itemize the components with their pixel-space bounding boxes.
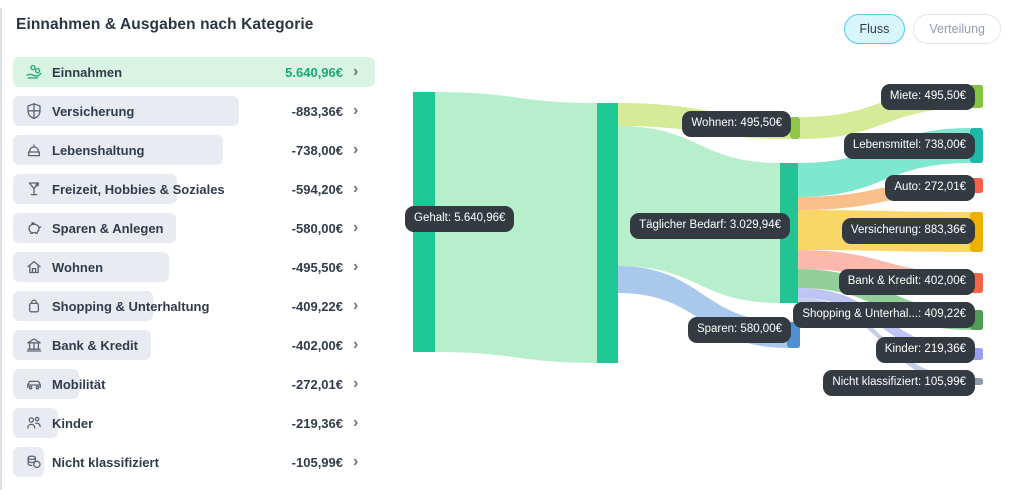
- category-row-content: Einnahmen 5.640,96€ ›: [13, 57, 375, 87]
- bank-icon: [25, 336, 43, 354]
- category-row-bar: [13, 291, 153, 321]
- category-row-einnahmen[interactable]: Einnahmen 5.640,96€ ›: [13, 57, 375, 87]
- house-icon: [25, 258, 43, 276]
- money-hand-icon: [25, 63, 43, 81]
- category-label: Einnahmen: [52, 64, 123, 80]
- chevron-right-icon: ›: [353, 375, 359, 392]
- category-label: Bank & Kredit: [52, 337, 138, 353]
- category-amount: -402,00€: [291, 337, 343, 353]
- category-row-bar: [13, 252, 169, 282]
- category-row-lebenshaltung[interactable]: Lebenshaltung -738,00€ ›: [13, 135, 375, 165]
- category-list: Einnahmen 5.640,96€ › Versicherung -883,36€ ›…: [13, 57, 375, 486]
- category-label: Nicht klassifiziert: [52, 454, 159, 470]
- cocktail-icon: [25, 180, 43, 198]
- category-amount: -738,00€: [291, 142, 343, 158]
- chevron-right-icon: ›: [353, 297, 359, 314]
- sankey-label-sparen: Sparen: 580,00€: [687, 317, 791, 343]
- category-label: Freizeit, Hobbies & Soziales: [52, 181, 225, 197]
- category-row-bar: [13, 135, 223, 165]
- chevron-right-icon: ›: [353, 63, 359, 80]
- category-row-content: Nicht klassifiziert -105,99€ ›: [13, 447, 375, 477]
- category-row-content: Lebenshaltung -738,00€ ›: [13, 135, 375, 165]
- category-label: Mobilität: [52, 376, 106, 392]
- toggle-button-verteilung[interactable]: Verteilung: [913, 14, 1001, 44]
- category-label: Lebenshaltung: [52, 142, 145, 158]
- shopping-bag-icon: [25, 297, 43, 315]
- sankey-label-shopping: Shopping & Unterhal...: 409,22€: [793, 302, 975, 328]
- car-icon: [25, 375, 43, 393]
- category-label: Versicherung: [52, 103, 135, 119]
- chevron-right-icon: ›: [353, 141, 359, 158]
- category-row-bar: [13, 369, 79, 399]
- sankey-node-wohnen[interactable]: [790, 117, 800, 139]
- toggle-button-fluss[interactable]: Fluss: [843, 14, 906, 44]
- sankey-label-gehalt: Gehalt: 5.640,96€: [405, 206, 515, 232]
- category-row-bar: [13, 57, 375, 87]
- category-row-content: Wohnen -495,50€ ›: [13, 252, 375, 282]
- chevron-right-icon: ›: [353, 219, 359, 236]
- panel-left-edge: [0, 8, 2, 490]
- piggy-bank-icon: [25, 219, 43, 237]
- chevron-right-icon: ›: [353, 180, 359, 197]
- chevron-right-icon: ›: [353, 102, 359, 119]
- category-label: Sparen & Anlegen: [52, 220, 164, 236]
- category-amount: -409,22€: [291, 298, 343, 314]
- category-row-freizeit[interactable]: Freizeit, Hobbies & Soziales -594,20€ ›: [13, 174, 375, 204]
- people-icon: [25, 414, 43, 432]
- category-label: Shopping & Unterhaltung: [52, 298, 210, 314]
- chevron-right-icon: ›: [353, 453, 359, 470]
- sankey-label-miete: Miete: 495,50€: [880, 84, 975, 110]
- view-toggle-group: Fluss Verteilung: [843, 14, 1001, 44]
- category-label: Wohnen: [52, 259, 104, 275]
- chevron-right-icon: ›: [353, 336, 359, 353]
- category-row-wohnen[interactable]: Wohnen -495,50€ ›: [13, 252, 375, 282]
- category-row-content: Kinder -219,36€ ›: [13, 408, 375, 438]
- category-row-bank[interactable]: Bank & Kredit -402,00€ ›: [13, 330, 375, 360]
- category-row-bar: [13, 96, 239, 126]
- category-row-content: Bank & Kredit -402,00€ ›: [13, 330, 375, 360]
- category-row-bar: [13, 330, 151, 360]
- shield-icon: [25, 102, 43, 120]
- category-amount: -580,00€: [291, 220, 343, 236]
- category-row-content: Shopping & Unterhaltung -409,22€ ›: [13, 291, 375, 321]
- sankey-label-bank_kredit: Bank & Kredit: 402,00€: [838, 269, 975, 295]
- sankey-label-auto: Auto: 272,01€: [885, 175, 975, 201]
- category-amount: -495,50€: [291, 259, 343, 275]
- category-amount: -105,99€: [291, 454, 343, 470]
- category-amount: -219,36€: [291, 415, 343, 431]
- sankey-label-wohnen: Wohnen: 495,50€: [682, 111, 791, 137]
- sankey-label-nicht_klassifiziert: Nicht klassifiziert: 105,99€: [823, 370, 975, 396]
- category-row-bar: [13, 174, 177, 204]
- sankey-label-kinder: Kinder: 219,36€: [875, 337, 975, 363]
- category-row-content: Freizeit, Hobbies & Soziales -594,20€ ›: [13, 174, 375, 204]
- category-label: Kinder: [52, 415, 94, 431]
- category-row-kinder[interactable]: Kinder -219,36€ ›: [13, 408, 375, 438]
- coins-icon: [25, 453, 43, 471]
- category-row-shopping[interactable]: Shopping & Unterhaltung -409,22€ ›: [13, 291, 375, 321]
- sankey-label-lebensmittel: Lebensmittel: 738,00€: [843, 133, 975, 159]
- category-amount: -272,01€: [291, 376, 343, 392]
- chevron-right-icon: ›: [353, 414, 359, 431]
- category-row-content: Versicherung -883,36€ ›: [13, 96, 375, 126]
- category-row-content: Sparen & Anlegen -580,00€ ›: [13, 213, 375, 243]
- sankey-panel: Gehalt: 5.640,96€ Wohnen: 495,50€ Tägliche…: [400, 50, 1024, 496]
- category-row-versicherung[interactable]: Versicherung -883,36€ ›: [13, 96, 375, 126]
- sankey-link-gehalt-hub[interactable]: [435, 92, 597, 363]
- category-amount: 5.640,96€: [285, 64, 343, 80]
- page-title: Einnahmen & Ausgaben nach Kategorie: [16, 16, 314, 33]
- chevron-right-icon: ›: [353, 258, 359, 275]
- category-row-sparen[interactable]: Sparen & Anlegen -580,00€ ›: [13, 213, 375, 243]
- cake-icon: [25, 141, 43, 159]
- category-row-content: Mobilität -272,01€ ›: [13, 369, 375, 399]
- sankey-label-taeglicher_bedarf: Täglicher Bedarf: 3.029,94€: [630, 213, 790, 239]
- category-amount: -883,36€: [291, 103, 343, 119]
- category-row-mobilitaet[interactable]: Mobilität -272,01€ ›: [13, 369, 375, 399]
- sankey-node-hub[interactable]: [597, 103, 618, 363]
- category-row-bar: [13, 213, 176, 243]
- category-row-nicht[interactable]: Nicht klassifiziert -105,99€ ›: [13, 447, 375, 477]
- category-amount: -594,20€: [291, 181, 343, 197]
- sankey-label-versicherung: Versicherung: 883,36€: [841, 218, 975, 244]
